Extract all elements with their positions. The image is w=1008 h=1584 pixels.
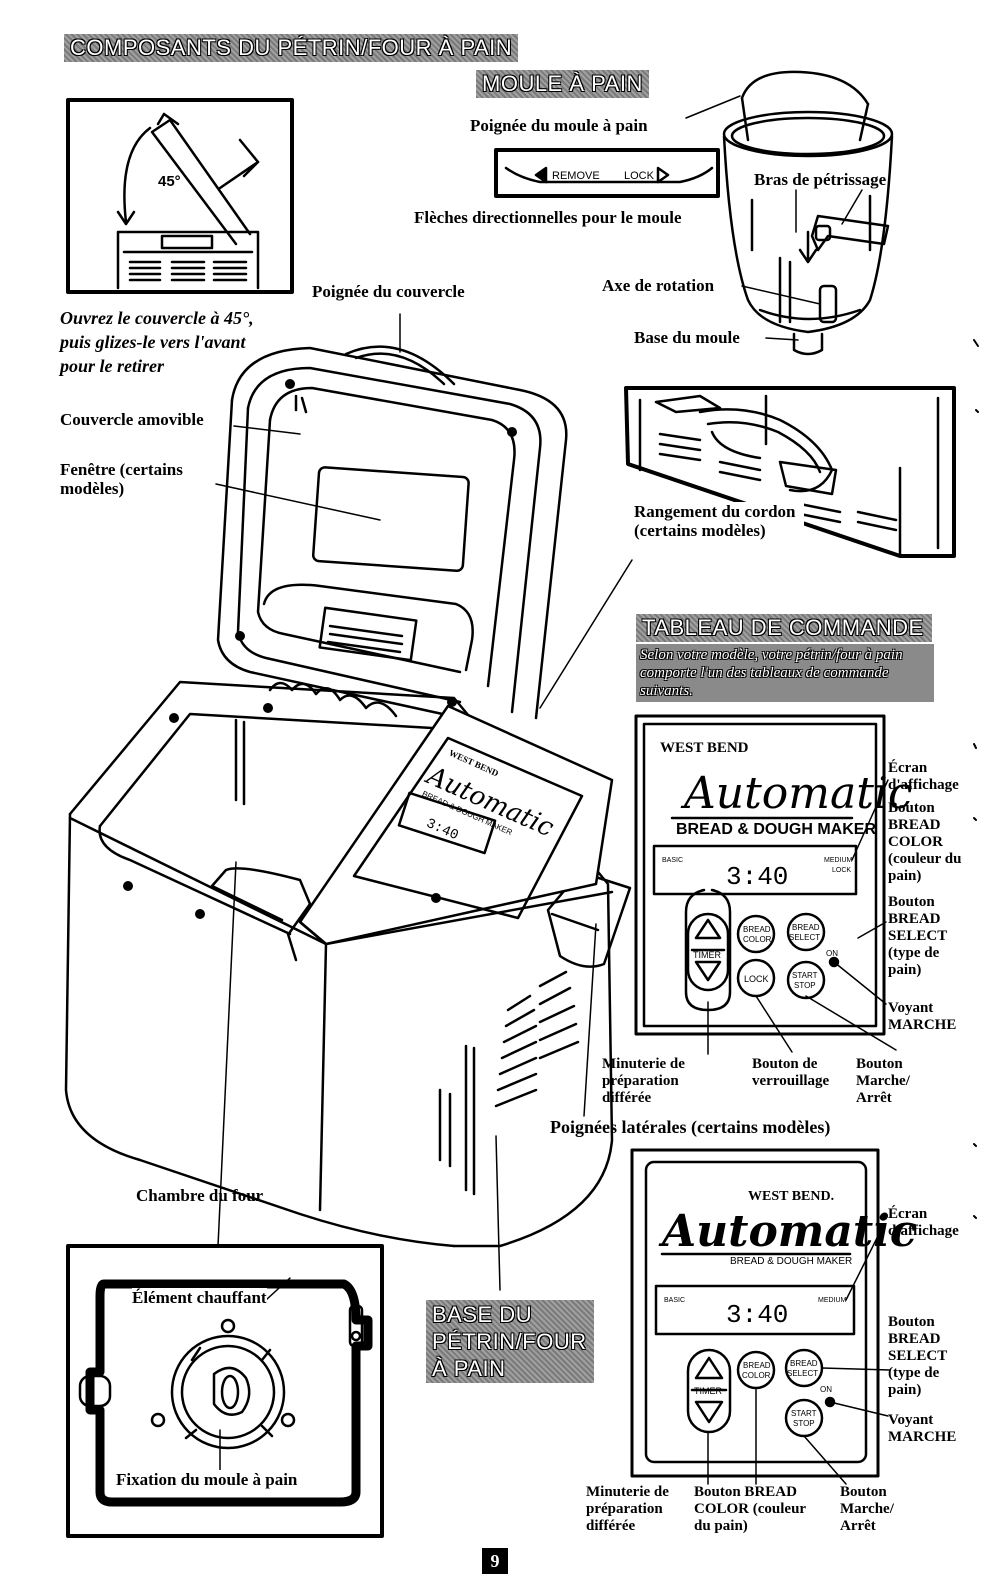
p2-callout-start: Bouton Marche/ Arrêt: [840, 1484, 894, 1534]
lid-inset-frame: [66, 98, 294, 294]
panel2-color-text2: COLOR: [742, 1371, 771, 1380]
remove-lock-strip: [494, 148, 720, 198]
control-note: Selon votre modèle, votre pétrin/four à …: [636, 644, 934, 702]
p2-callout-light: Voyant MARCHE: [888, 1412, 957, 1445]
base-heading: BASE DU PÉTRIN/FOUR À PAIN: [426, 1300, 594, 1383]
panel1-script: Automatic: [680, 768, 913, 819]
label-drive-shaft: Axe de rotation: [602, 276, 715, 295]
p2-callout-color: Bouton BREAD COLOR (couleur du pain): [694, 1484, 806, 1534]
panel1-display-time: 3:40: [726, 862, 788, 892]
panel1-start-text1: START: [792, 971, 818, 980]
p1-callout-color: Bouton BREAD COLOR (couleur du pain): [888, 800, 962, 884]
strip-lock-text: LOCK: [624, 170, 655, 182]
panel1-subtitle: BREAD & DOUGH MAKER: [676, 821, 876, 838]
angle-label: 45°: [158, 173, 181, 190]
p1-callout-light: Voyant MARCHE: [888, 1000, 957, 1033]
strip-remove-text: REMOVE: [552, 170, 600, 182]
label-side-handles: Poignées latérales (certains modèles): [550, 1117, 831, 1137]
label-pan-handle: Poignée du moule à pain: [470, 116, 648, 135]
panel1-select-text1: BREAD: [792, 923, 820, 932]
lid-instruction: Ouvrez le couvercle à 45°, puis glizes-l…: [60, 308, 254, 376]
panel2-select-text1: BREAD: [790, 1359, 818, 1368]
page-number: 9: [482, 1548, 508, 1574]
label-pan-mount: Fixation du moule à pain: [116, 1470, 298, 1489]
bread-pan-drawing: [722, 70, 894, 356]
label-oven-chamber: Chambre du four: [136, 1186, 264, 1205]
label-lid-handle: Poignée du couvercle: [312, 282, 465, 301]
panel1-display-left: BASIC: [662, 857, 683, 864]
p1-callout-timer: Minuterie de préparation différée: [602, 1056, 685, 1106]
machine-lid: [216, 345, 568, 722]
p2-callout-select: Bouton BREAD SELECT (type de pain): [888, 1314, 947, 1398]
panel2-brand: WEST BEND.: [748, 1189, 834, 1204]
p1-callout-start: Bouton Marche/ Arrêt: [856, 1056, 910, 1106]
panel1-select-text2: SELECT: [789, 933, 820, 942]
p2-callout-timer: Minuterie de préparation différée: [586, 1484, 669, 1534]
p1-callout-select: Bouton BREAD SELECT (type de pain): [888, 894, 947, 978]
lid-inset-drawing: [116, 112, 260, 290]
base-inset: [66, 1244, 384, 1538]
p1-callout-display: Écran d'affichage: [888, 760, 959, 793]
label-pan-base: Base du moule: [634, 328, 740, 347]
panel2-select-text2: SELECT: [787, 1369, 818, 1378]
p1-callout-lock: Bouton de verrouillage: [752, 1056, 830, 1089]
machine-body: [64, 680, 632, 1248]
panel1-lock-text: LOCK: [744, 974, 769, 984]
panel1-start-text2: STOP: [794, 981, 816, 990]
control-heading: TABLEAU DE COMMANDE: [636, 614, 932, 642]
panel1-timer-text: TIMER: [693, 950, 721, 960]
cord-storage-inset: [624, 386, 956, 558]
panel1-display-right1: MEDIUM: [824, 857, 853, 864]
panel2-start-text2: STOP: [793, 1419, 815, 1428]
label-heating-element: Élément chauffant: [132, 1288, 267, 1307]
label-pan-arrows: Flèches directionnelles pour le moule: [414, 208, 682, 227]
panel2-start-text1: START: [791, 1409, 817, 1418]
panel1-on-text: ON: [826, 949, 838, 958]
panel2-display-time: 3:40: [726, 1300, 788, 1330]
label-kneading-blade: Bras de pétrissage: [754, 170, 887, 189]
panel1-color-text2: COLOR: [743, 935, 772, 944]
panel2-color-text1: BREAD: [743, 1361, 771, 1370]
label-window: Fenêtre (certains modèles): [60, 460, 183, 498]
label-removable-lid: Couvercle amovible: [60, 410, 204, 429]
panel2-script: Automatic: [658, 1206, 917, 1257]
panel1-brand: WEST BEND: [660, 740, 749, 756]
pan-heading: MOULE À PAIN: [476, 70, 649, 98]
panel1-display-right2: LOCK: [832, 867, 851, 874]
panel2-on-text: ON: [820, 1385, 832, 1394]
panel2-display-right: MEDIUM: [818, 1297, 847, 1304]
panel2-display-left: BASIC: [664, 1297, 685, 1304]
label-cord-storage: Rangement du cordon (certains modèles): [634, 502, 804, 540]
p2-callout-display: Écran d'affichage: [888, 1206, 959, 1239]
panel2-timer-text: TIMER: [694, 1386, 722, 1396]
main-heading: COMPOSANTS DU PÉTRIN/FOUR À PAIN: [64, 34, 519, 62]
panel1-color-text1: BREAD: [743, 925, 771, 934]
panel2-subtitle: BREAD & DOUGH MAKER: [730, 1256, 852, 1267]
